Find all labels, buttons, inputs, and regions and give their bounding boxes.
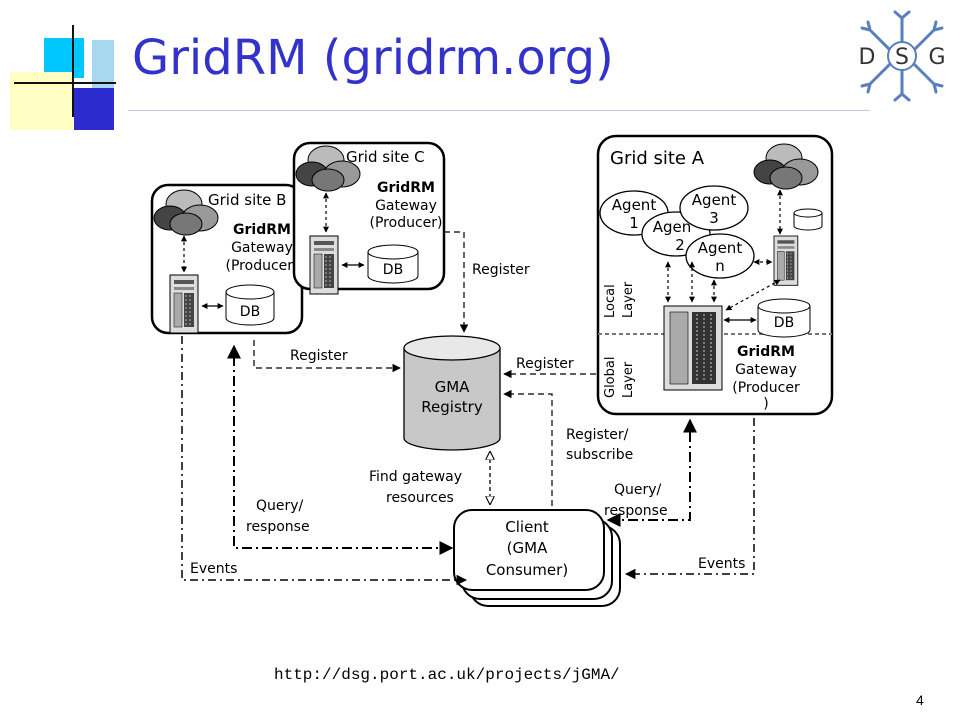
agent-3: Agent 3 <box>679 185 749 231</box>
events-right-arrow <box>624 418 755 580</box>
site-a-main-server <box>663 305 723 391</box>
global-layer-label-2: Layer <box>621 361 636 398</box>
find-gateway-label-2: resources <box>386 490 454 506</box>
site-a-db: DB <box>757 298 811 338</box>
site-c-title: Grid site C <box>346 148 425 166</box>
logo-letter-s: S <box>895 45 909 70</box>
events-left-label: Events <box>190 561 237 577</box>
title-rule <box>128 110 870 111</box>
site-a-gateway-line2: Gateway <box>735 362 797 378</box>
query-right-arrow <box>606 418 697 527</box>
slide-title: GridRM (gridrm.org) <box>132 30 614 86</box>
events-left-arrow <box>181 336 468 586</box>
register-c-arrow <box>444 231 469 333</box>
agent-3-line2: 3 <box>709 209 719 227</box>
register-subscribe-label-1: Register/ <box>566 427 629 443</box>
local-layer-label-1: Local <box>603 284 618 318</box>
site-b-db: DB <box>225 284 275 326</box>
logo-letter-g: G <box>928 45 945 70</box>
site-c-gateway-line2: Gateway <box>375 198 437 214</box>
site-a-db-label: DB <box>774 315 794 331</box>
register-b-label: Register <box>290 348 348 364</box>
events-right-label: Events <box>698 556 745 572</box>
site-c-gateway-line1: GridRM <box>377 180 435 196</box>
small-server-main-server-link <box>725 279 781 311</box>
site-a-small-db <box>793 208 823 231</box>
client-line3: Consumer) <box>486 561 568 579</box>
agent-1-line2: 1 <box>629 214 639 232</box>
site-c-db: DB <box>367 244 419 284</box>
deco-square-lightblue <box>92 40 114 88</box>
agent-n-line2: n <box>715 257 725 275</box>
site-a-small-server <box>773 235 799 286</box>
global-layer-label-1: Global <box>603 357 618 398</box>
dsg-logo: D S G <box>859 10 946 102</box>
client-line2: (GMA <box>507 539 548 557</box>
logo-letter-d: D <box>859 45 876 70</box>
query-right-label-2: response <box>604 503 668 519</box>
page-number: 4 <box>916 692 924 708</box>
site-a-gateway-line3: (Producer <box>732 380 800 396</box>
gma-registry: GMA Registry <box>403 335 501 451</box>
deco-square-cream <box>10 72 74 130</box>
site-c-db-label: DB <box>383 262 403 278</box>
site-b-server <box>169 274 199 334</box>
register-subscribe-arrow <box>503 389 553 506</box>
agent-n: Agent n <box>685 233 755 279</box>
agent-1-line1: Agent <box>612 196 657 214</box>
register-subscribe-label-2: subscribe <box>566 447 633 463</box>
query-left-label-1: Query/ <box>256 498 304 514</box>
site-a-gateway-line4: ) <box>763 396 768 412</box>
find-gateway-label-1: Find gateway <box>369 469 462 485</box>
site-b-title: Grid site B <box>208 191 286 209</box>
deco-vertical-line <box>72 25 74 117</box>
deco-square-blue <box>72 88 114 130</box>
local-layer-label-2: Layer <box>621 281 636 318</box>
client-box <box>453 509 605 591</box>
site-b-gateway-line1: GridRM <box>233 222 291 238</box>
site-b-db-label: DB <box>240 304 260 320</box>
reference-url: http://dsg.port.ac.uk/projects/jGMA/ <box>274 666 620 684</box>
site-c-gateway-line3: (Producer) <box>370 215 443 231</box>
site-b-gateway-line2: Gateway <box>231 240 293 256</box>
agent-2-line2: 2 <box>675 236 685 254</box>
agent-n-line1: Agent <box>698 239 743 257</box>
site-b-gateway-line3: (Producer) <box>226 258 299 274</box>
register-a-label: Register <box>516 356 574 372</box>
registry-line2: Registry <box>421 398 483 416</box>
site-a-title: Grid site A <box>610 148 705 169</box>
agent-2-line1: Agen <box>653 218 692 236</box>
site-c-server <box>309 235 339 295</box>
query-left-label-2: response <box>246 519 310 535</box>
deco-horizontal-line <box>14 82 116 84</box>
deco-square-cyan <box>44 38 84 78</box>
query-right-label-1: Query/ <box>614 482 662 498</box>
agent-3-line1: Agent <box>692 191 737 209</box>
site-a-gateway-line1: GridRM <box>737 344 795 360</box>
registry-line1: GMA <box>435 378 471 396</box>
client-line1: Client <box>505 518 549 536</box>
register-c-label: Register <box>472 262 530 278</box>
